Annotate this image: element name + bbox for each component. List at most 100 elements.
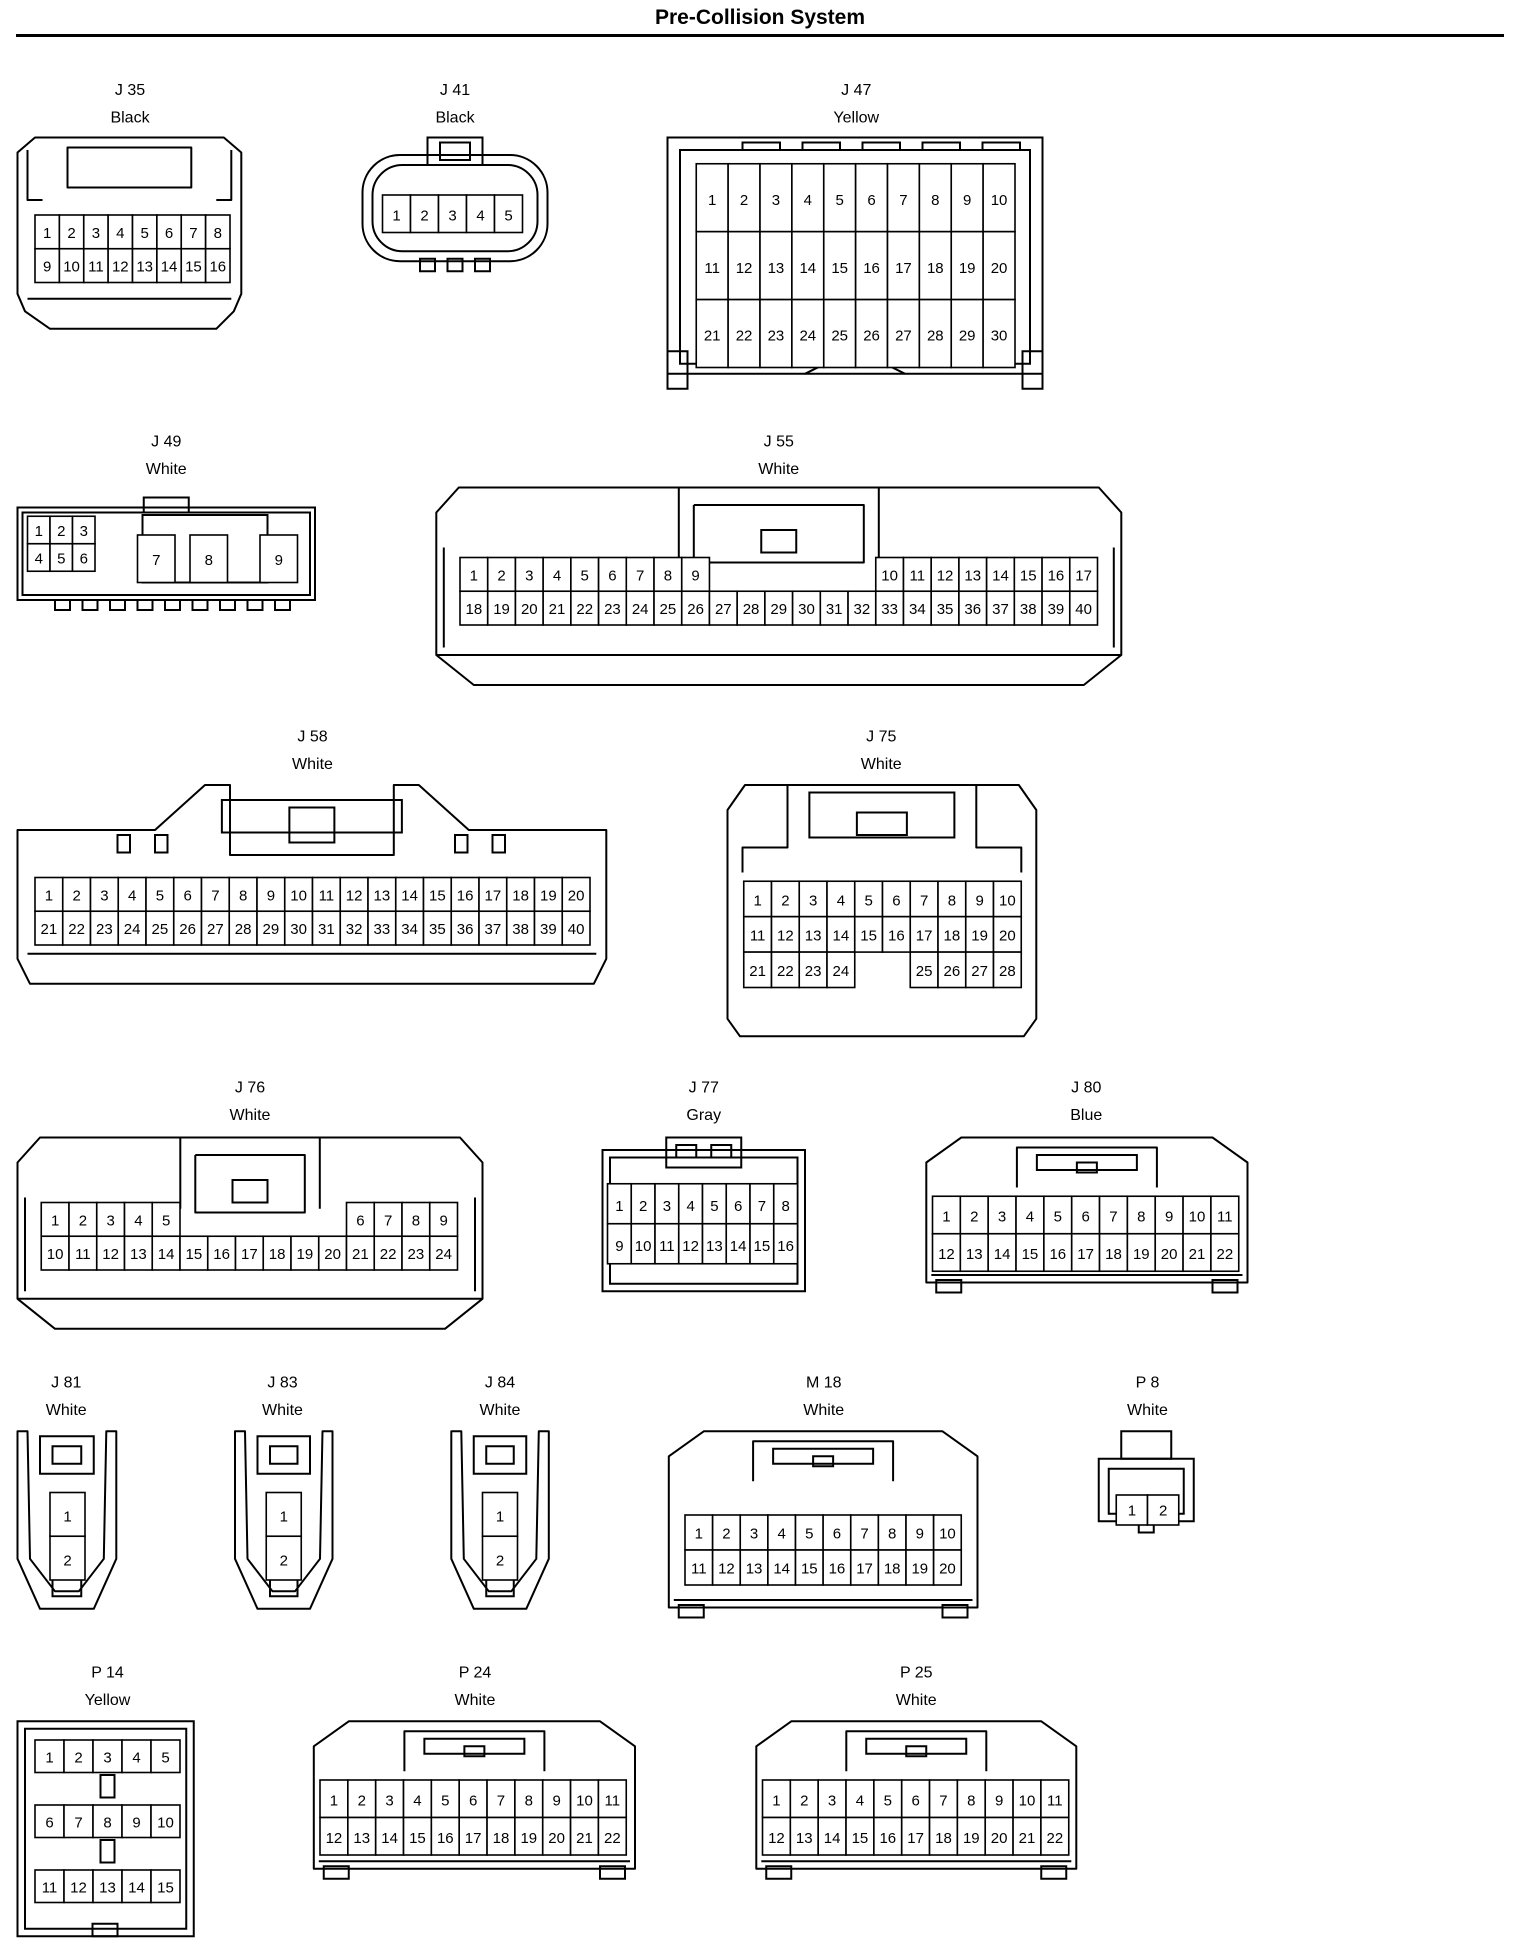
pin-cell xyxy=(283,910,314,946)
rib xyxy=(741,141,781,151)
pin-number: 18 xyxy=(944,928,961,945)
connector-housing xyxy=(16,136,243,330)
pin-number: 6 xyxy=(469,1792,477,1809)
connector-housing xyxy=(666,136,1044,375)
pin-cell xyxy=(151,1235,181,1271)
pin-cell xyxy=(964,951,995,989)
pin-cell xyxy=(1182,1232,1212,1273)
pin-number: 15 xyxy=(801,1561,818,1578)
connector-housing xyxy=(726,784,1038,1038)
pin-number: 17 xyxy=(241,1246,258,1263)
pin-number: 8 xyxy=(1137,1209,1145,1226)
pin-cell xyxy=(1098,1195,1129,1235)
rib xyxy=(491,834,506,854)
pin-number: 15 xyxy=(429,887,446,904)
latch xyxy=(665,1136,743,1169)
pin-number: 17 xyxy=(907,1830,924,1847)
latch xyxy=(403,1730,546,1772)
pin-number: 20 xyxy=(1161,1246,1178,1263)
pin-number: 12 xyxy=(937,567,954,584)
pin-cell xyxy=(131,247,158,284)
pin-number: 23 xyxy=(408,1246,425,1263)
key xyxy=(99,1839,116,1864)
pin-number: 16 xyxy=(457,887,474,904)
housing-rib xyxy=(975,785,1023,873)
pin-number: 21 xyxy=(749,963,766,980)
pin-number: 16 xyxy=(209,259,226,276)
latch xyxy=(752,1440,895,1482)
latch-tab xyxy=(288,806,336,844)
pin-number: 27 xyxy=(971,963,988,980)
connector-id: J 55 xyxy=(764,433,794,450)
foot xyxy=(54,599,71,611)
pin-number: 15 xyxy=(1020,567,1037,584)
pin-cell xyxy=(117,876,147,913)
pin-number: 7 xyxy=(860,1526,868,1543)
pin-number: 3 xyxy=(385,1792,393,1809)
pin-cell xyxy=(569,1816,600,1856)
pin-number: 10 xyxy=(157,1814,174,1831)
pin-number: 16 xyxy=(829,1561,846,1578)
pin-cell xyxy=(992,880,1023,918)
pin-number: 21 xyxy=(549,601,566,618)
pin-number: 5 xyxy=(884,1792,892,1809)
pin-number: 18 xyxy=(1105,1246,1122,1263)
pin-number: 11 xyxy=(704,260,720,277)
pin-cell xyxy=(409,194,440,234)
pin-cell xyxy=(845,1816,875,1856)
pin-number: 12 xyxy=(102,1246,119,1263)
pin-number: 37 xyxy=(992,601,1009,618)
pin-cell xyxy=(932,1549,963,1586)
pin-number: 2 xyxy=(740,192,748,209)
pin-number: 6 xyxy=(356,1212,364,1229)
pin-cell xyxy=(150,1804,181,1839)
pin-number: 16 xyxy=(863,260,880,277)
pin-number: 1 xyxy=(63,1509,71,1526)
pin-number: 40 xyxy=(568,921,585,938)
pin-cell xyxy=(478,910,508,946)
pin-number: 20 xyxy=(999,928,1016,945)
connector-color: Yellow xyxy=(85,1692,131,1709)
pin-number: 2 xyxy=(970,1209,978,1226)
pin-number: 16 xyxy=(213,1246,230,1263)
pin-number: 2 xyxy=(722,1526,730,1543)
pin-cell xyxy=(956,1779,987,1819)
pin-cell xyxy=(826,951,856,989)
pin-number: 10 xyxy=(939,1526,956,1543)
pin-cell xyxy=(742,880,773,918)
pin-cell xyxy=(909,880,939,918)
rib xyxy=(454,834,469,854)
pin-cell xyxy=(345,1235,376,1271)
pin-number: 6 xyxy=(911,1792,919,1809)
latch xyxy=(220,799,403,834)
pin-number: 1 xyxy=(708,192,716,209)
pin-number: 6 xyxy=(608,567,616,584)
pin-number: 6 xyxy=(833,1526,841,1543)
pin-number: 24 xyxy=(632,601,649,618)
pin-cell xyxy=(982,230,1016,301)
pin-number: 14 xyxy=(992,567,1009,584)
pin-number: 1 xyxy=(772,1792,780,1809)
connector-id: J 77 xyxy=(689,1080,719,1097)
pin-number: 5 xyxy=(805,1526,813,1543)
pin-cell xyxy=(228,910,258,946)
connector-color: Yellow xyxy=(833,110,879,127)
foot xyxy=(109,599,126,611)
pin-cell xyxy=(204,247,231,284)
pin-number: 22 xyxy=(1216,1246,1233,1263)
pin-number: 15 xyxy=(157,1879,174,1896)
connector-id: J 58 xyxy=(297,728,327,745)
pin-number: 15 xyxy=(409,1830,426,1847)
pin-number: 1 xyxy=(695,1526,703,1543)
pin-cell xyxy=(984,1816,1014,1856)
pin-number: 2 xyxy=(1159,1502,1167,1519)
pin-number: 29 xyxy=(263,921,280,938)
pin-number: 4 xyxy=(132,1749,140,1766)
pin-cell xyxy=(597,556,628,593)
pin-number: 19 xyxy=(963,1830,980,1847)
pin-number: 17 xyxy=(856,1561,873,1578)
pin-number: 1 xyxy=(392,207,400,224)
foot xyxy=(219,599,236,611)
